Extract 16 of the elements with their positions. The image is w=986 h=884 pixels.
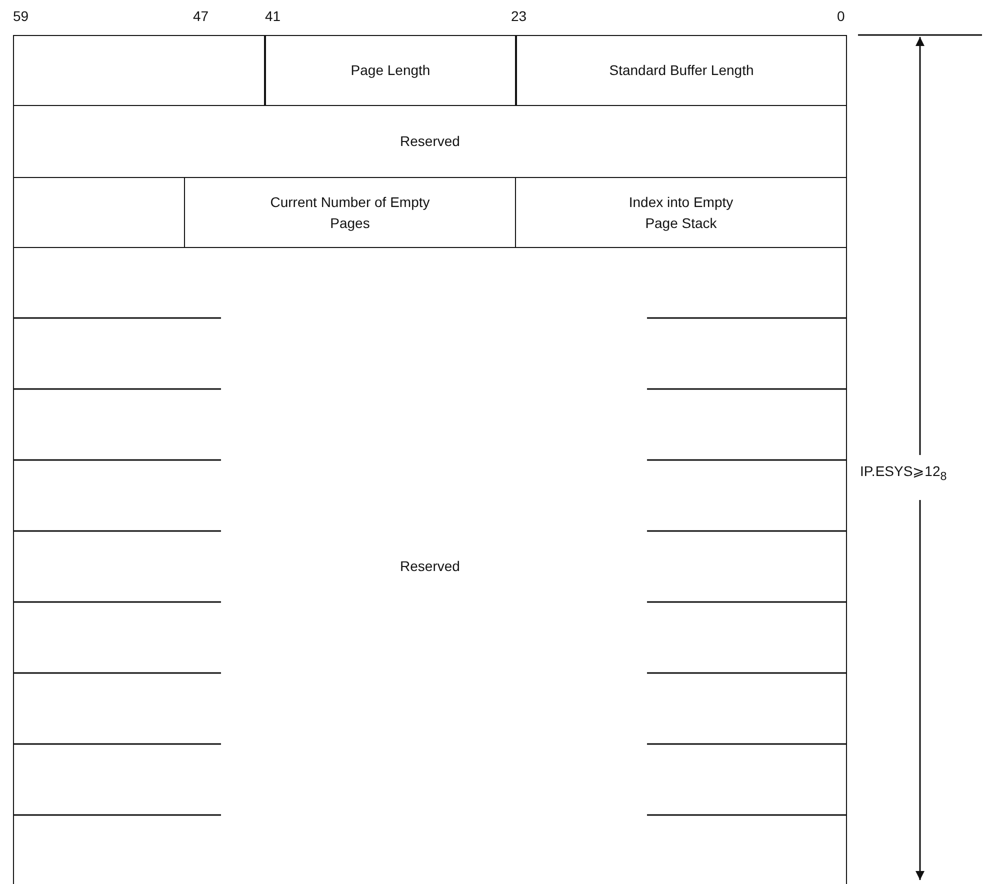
dimension-label: IP.ESYS⩾12$_{8}$: [860, 463, 947, 483]
bit-position: 23: [511, 8, 527, 24]
field-label: Standard Buffer Length: [609, 61, 754, 80]
field-label: Current Number of Empty Pages: [269, 193, 431, 233]
field-label: Reserved: [400, 557, 460, 576]
field-label: Page Length: [350, 61, 430, 80]
register-field: [13, 247, 847, 884]
field-label: Index into Empty Page Stack: [628, 193, 734, 233]
bit-position: 0: [837, 8, 845, 24]
register-field: [13, 105, 847, 178]
field-label: Reserved: [400, 132, 460, 152]
register-field: [265, 35, 516, 106]
bit-position: 47: [193, 8, 209, 24]
register-field: [516, 35, 847, 106]
bit-position: 59: [13, 8, 29, 24]
bit-position: 41: [265, 8, 281, 24]
